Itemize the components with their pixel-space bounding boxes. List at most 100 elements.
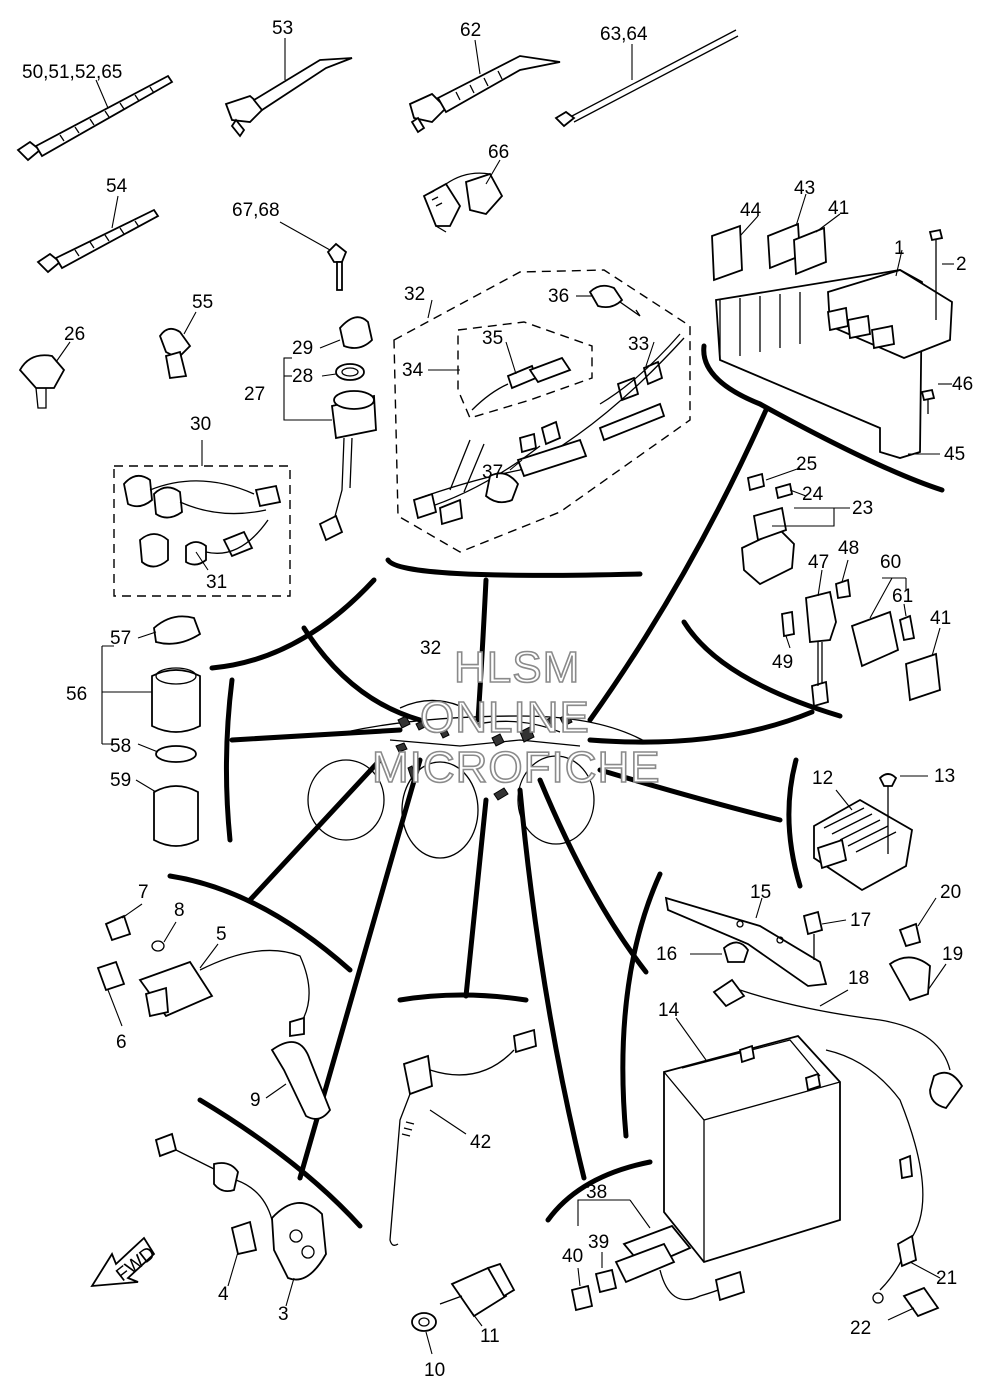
callout-33: 33 — [628, 334, 649, 355]
callout-22: 22 — [850, 1318, 871, 1339]
callout-58: 58 — [110, 736, 131, 757]
sensor-42 — [389, 1028, 537, 1246]
relay-47-group — [781, 559, 941, 708]
battery-cables — [712, 978, 964, 1321]
callout-31: 31 — [206, 572, 227, 593]
watermark-line2: ONLINE — [420, 693, 590, 742]
accessory-socket-56 — [101, 615, 202, 847]
callout-27: 27 — [244, 384, 265, 405]
callout-6: 6 — [116, 1032, 127, 1053]
callout-34: 34 — [402, 360, 424, 381]
callout-32-center: 32 — [420, 638, 441, 659]
callout-62: 62 — [460, 20, 481, 41]
harness-kit-32 — [393, 269, 691, 553]
callout-49: 49 — [772, 652, 793, 673]
callout-7: 7 — [138, 882, 149, 903]
callout-26: 26 — [64, 324, 85, 345]
callout-55: 55 — [192, 292, 213, 313]
watermark: HLSM ONLINE MICROFICHE — [371, 642, 661, 793]
callout-30: 30 — [190, 414, 211, 435]
cable-tie-50-51-52-65 — [16, 74, 174, 162]
callout-21: 21 — [936, 1268, 957, 1289]
callout-66: 66 — [488, 142, 509, 163]
callout-29: 29 — [292, 338, 313, 359]
ignition-coil-5 — [96, 903, 332, 1120]
starter-relay-23 — [741, 467, 850, 586]
callout-16: 16 — [656, 944, 677, 965]
callout-5: 5 — [216, 924, 227, 945]
callout-60: 60 — [880, 552, 901, 573]
callout-63-64: 63,64 — [600, 24, 648, 45]
watermark-line1: HLSM — [454, 643, 580, 692]
callout-54: 54 — [106, 176, 128, 197]
callout-9: 9 — [250, 1090, 261, 1111]
bracket-19-20 — [888, 897, 947, 1002]
cable-tie-63-64 — [554, 29, 739, 128]
callout-41-mid: 41 — [930, 608, 951, 629]
callout-23: 23 — [852, 498, 873, 519]
callout-57: 57 — [110, 628, 131, 649]
cable-tie-54 — [36, 195, 160, 274]
callout-19: 19 — [942, 944, 963, 965]
callout-59: 59 — [110, 770, 131, 791]
group-leaders — [167, 343, 945, 1229]
bracket-15 — [664, 896, 847, 987]
callout-8: 8 — [174, 900, 185, 921]
ecu-bracket-assembly — [711, 193, 954, 459]
callout-37: 37 — [482, 462, 503, 483]
callout-45: 45 — [944, 444, 965, 465]
battery-14 — [663, 1017, 841, 1264]
callout-15: 15 — [750, 882, 771, 903]
control-unit-38 — [570, 1199, 746, 1312]
switch-11 — [411, 1262, 516, 1355]
callout-2: 2 — [956, 254, 967, 275]
callout-47: 47 — [808, 552, 829, 573]
callout-11: 11 — [480, 1326, 500, 1347]
callout-28: 28 — [292, 366, 313, 387]
callout-53: 53 — [272, 18, 293, 39]
clamp-66 — [422, 159, 504, 233]
forward-direction-arrow: FWD — [90, 1236, 159, 1288]
callout-20: 20 — [940, 882, 961, 903]
callout-17: 17 — [850, 910, 871, 931]
callout-39: 39 — [588, 1232, 609, 1253]
callout-61: 61 — [892, 586, 913, 607]
callout-18: 18 — [848, 968, 869, 989]
callout-35: 35 — [482, 328, 503, 349]
clip-tie-62 — [408, 39, 561, 134]
vehicle-frame-center — [307, 699, 647, 859]
callout-67-68: 67,68 — [232, 200, 280, 221]
ignition-switch-27 — [283, 316, 377, 542]
callout-labels: 50,51,52,65 53 62 63,64 66 54 67,68 55 2… — [22, 18, 973, 1381]
callout-50-51-52-65: 50,51,52,65 — [22, 62, 122, 83]
callout-43: 43 — [794, 178, 815, 199]
callout-12: 12 — [812, 768, 833, 789]
callout-3: 3 — [278, 1304, 289, 1325]
callout-32-top: 32 — [404, 284, 425, 305]
callout-40: 40 — [562, 1246, 583, 1267]
neutral-switch-3 — [154, 1132, 327, 1307]
callout-24: 24 — [802, 484, 824, 505]
clamp-26 — [18, 341, 71, 409]
callout-41-top: 41 — [828, 198, 849, 219]
callout-48: 48 — [838, 538, 859, 559]
callout-38: 38 — [586, 1182, 607, 1203]
regulator-12 — [813, 773, 928, 892]
watermark-line3: MICROFICHE — [372, 743, 661, 792]
callout-1: 1 — [894, 238, 905, 259]
callout-13: 13 — [934, 766, 955, 787]
clip-tie-53 — [224, 38, 353, 138]
clip-55 — [158, 311, 197, 379]
callout-4: 4 — [218, 1284, 229, 1305]
lamp-harness-30 — [113, 440, 291, 597]
callout-36: 36 — [548, 286, 569, 307]
callout-44: 44 — [740, 200, 762, 221]
callout-42: 42 — [470, 1132, 491, 1153]
callout-25: 25 — [796, 454, 817, 475]
callout-46: 46 — [952, 374, 973, 395]
key-67-68 — [279, 221, 348, 291]
callout-14: 14 — [658, 1000, 680, 1021]
callout-56: 56 — [66, 684, 87, 705]
callout-10: 10 — [424, 1360, 445, 1381]
